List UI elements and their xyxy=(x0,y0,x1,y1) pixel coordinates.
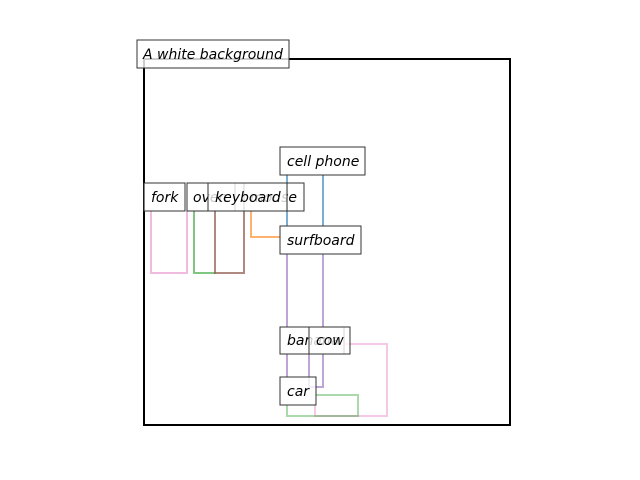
car-label: car xyxy=(279,376,317,406)
fork-text: fork xyxy=(151,190,179,206)
mouse-box xyxy=(250,211,281,238)
cow-label: cow xyxy=(308,326,351,355)
keyboard-label: keyboard xyxy=(207,182,288,212)
cow-text: cow xyxy=(316,333,344,349)
oven-box xyxy=(193,211,216,274)
cell-phone-label: cell phone xyxy=(279,146,366,176)
keyboard-text: keyboard xyxy=(215,190,281,206)
background-frame xyxy=(143,58,511,426)
fork-label: fork xyxy=(143,182,186,212)
surfboard-text: surfboard xyxy=(287,233,355,249)
labels: A white background cell phone fork oven … xyxy=(136,39,366,406)
car-box xyxy=(286,394,359,417)
surfboard-box xyxy=(286,254,324,327)
surfboard-label: surfboard xyxy=(279,225,362,255)
car-text: car xyxy=(287,384,310,400)
cow-box xyxy=(314,343,388,417)
fork-box xyxy=(150,211,188,274)
caption-label: A white background xyxy=(136,39,290,69)
cell-phone-text: cell phone xyxy=(287,154,359,170)
caption-text: A white background xyxy=(142,47,283,63)
keyboard-box xyxy=(214,211,245,274)
